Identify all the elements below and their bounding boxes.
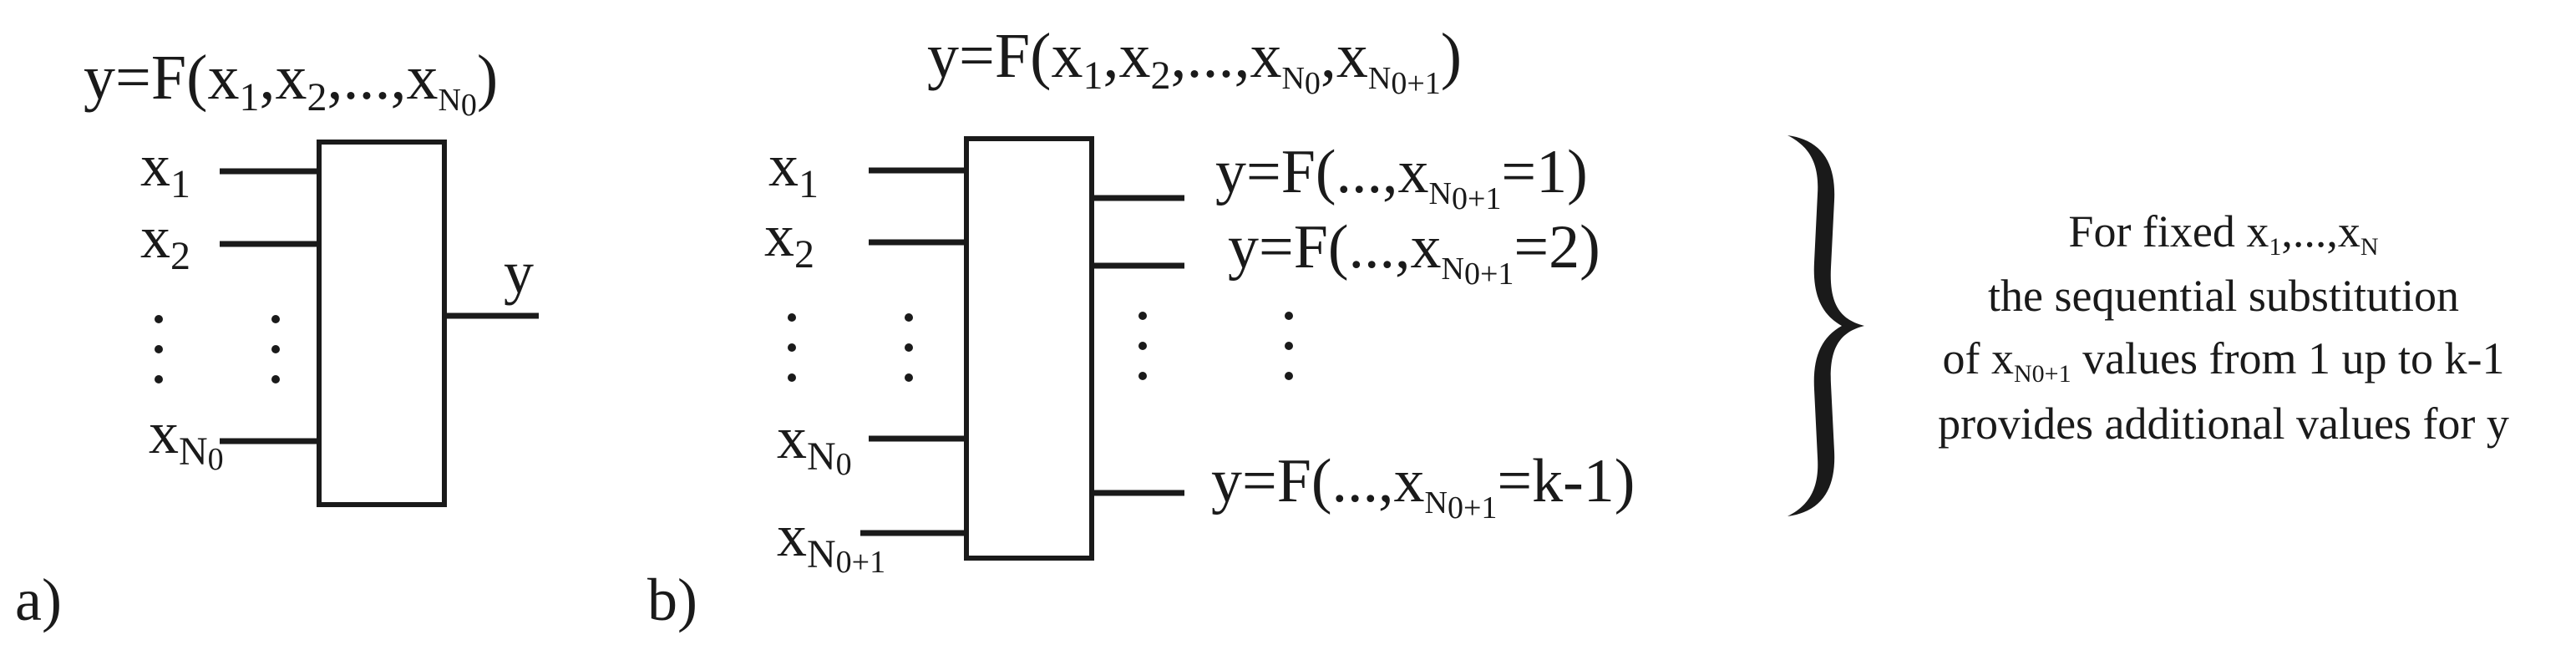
panel-b: y=F(x1,x2,...,xN0,xN0+1) x1 x2 xN0 xN0+1… — [647, 21, 1635, 633]
function-block-a — [317, 140, 447, 507]
ellipsis-inputs-a — [155, 315, 163, 383]
panel-b-equation: y=F(x1,x2,...,xN0,xN0+1) — [927, 21, 1462, 101]
curly-brace-icon — [1787, 135, 1864, 516]
output-label-k-1: y=F(...,xN0+1=k-1) — [1211, 447, 1635, 526]
input-label-x1: x1 — [140, 132, 190, 206]
ellipsis-outputs-b — [1138, 312, 1147, 380]
function-block-b — [964, 136, 1094, 561]
ellipsis-lines-b — [905, 313, 913, 382]
input-label-xN0: xN0 — [777, 404, 852, 482]
panel-a-label: a) — [15, 566, 62, 633]
ellipsis-inputs-b — [788, 313, 796, 382]
explanation-note: For fixed x1,...,xN the sequential subst… — [1938, 206, 2509, 449]
note-line-4: provides additional values for y — [1938, 399, 2509, 449]
note-line-1: For fixed x1,...,xN — [2068, 206, 2378, 261]
output-label-y: y — [504, 239, 534, 306]
input-label-x2: x2 — [764, 202, 814, 277]
input-label-x1: x1 — [768, 132, 819, 206]
note-line-2: the sequential substitution — [1988, 271, 2459, 321]
input-label-xN0-plus-1: xN0+1 — [777, 502, 885, 580]
output-label-1: y=F(...,xN0+1=1) — [1215, 138, 1588, 216]
panel-b-label: b) — [647, 566, 697, 633]
note-line-3: of xN0+1 values from 1 up to k-1 — [1943, 333, 2505, 388]
ellipsis-output-labels-b — [1285, 312, 1293, 380]
panel-a: y=F(x1,x2,...,xN0) x1 x2 xN0 y a) — [15, 43, 539, 633]
panel-a-equation: y=F(x1,x2,...,xN0) — [84, 43, 498, 123]
input-label-xN0: xN0 — [149, 399, 224, 477]
ellipsis-lines-a — [271, 315, 280, 383]
output-label-2: y=F(...,xN0+1=2) — [1228, 213, 1600, 292]
input-label-x2: x2 — [140, 204, 190, 278]
